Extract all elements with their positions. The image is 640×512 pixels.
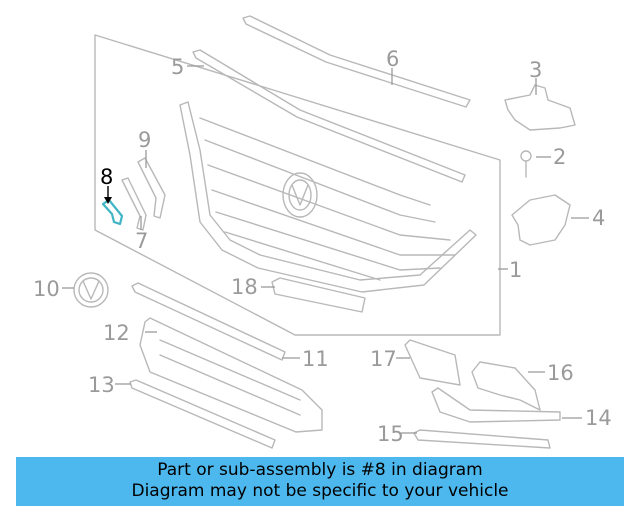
callout-6: 6: [386, 47, 399, 71]
parts-diagram: 6 5 3 2 4 1 9 8 7 10 18 12 11 17 16 13 1…: [33, 15, 612, 449]
banner-line-1: Part or sub-assembly is #8 in diagram: [157, 460, 483, 480]
callout-5: 5: [171, 55, 184, 79]
part-13-strip: [129, 379, 276, 449]
part-4-bracket: [511, 194, 571, 246]
callout-13: 13: [88, 373, 115, 397]
callout-17: 17: [370, 347, 397, 371]
callout-11: 11: [302, 347, 329, 371]
part-18-insert: [271, 277, 366, 313]
info-banner: Part or sub-assembly is #8 in diagram Di…: [16, 457, 624, 506]
callout-2: 2: [553, 145, 566, 169]
callout-9: 9: [138, 128, 151, 152]
part-11-strip: [131, 282, 286, 361]
leader-arrow-8: [104, 197, 112, 204]
callout-1: 1: [509, 258, 522, 282]
callout-15: 15: [377, 422, 404, 446]
callout-4: 4: [592, 206, 605, 230]
part-16-cover: [471, 361, 541, 411]
part-9-trim: [137, 157, 166, 219]
leader-lines: [62, 65, 589, 434]
part-8-trim-highlighted: [101, 198, 124, 226]
part-17-cover: [404, 339, 461, 386]
part-15-strip: [413, 429, 551, 449]
part-14-trim: [431, 387, 561, 423]
callout-10: 10: [33, 277, 60, 301]
callout-7: 7: [135, 229, 148, 253]
assembly-outline: [94, 34, 501, 336]
part-3-bracket: [504, 84, 576, 131]
part-5-upper-molding: [192, 49, 466, 183]
part-7-trim: [121, 177, 147, 231]
part-6-top-trim: [242, 15, 471, 108]
callout-14: 14: [585, 406, 612, 430]
banner-line-2: Diagram may not be specific to your vehi…: [131, 481, 509, 501]
callout-12: 12: [103, 321, 130, 345]
part-2-screw: [520, 150, 532, 178]
part-1-grille: [179, 101, 477, 293]
part-10-emblem: [73, 272, 109, 308]
callout-8: 8: [100, 165, 113, 189]
part-12-lower-grille: [139, 317, 323, 433]
callout-18: 18: [231, 275, 258, 299]
callout-3: 3: [529, 58, 542, 82]
callout-16: 16: [547, 361, 574, 385]
